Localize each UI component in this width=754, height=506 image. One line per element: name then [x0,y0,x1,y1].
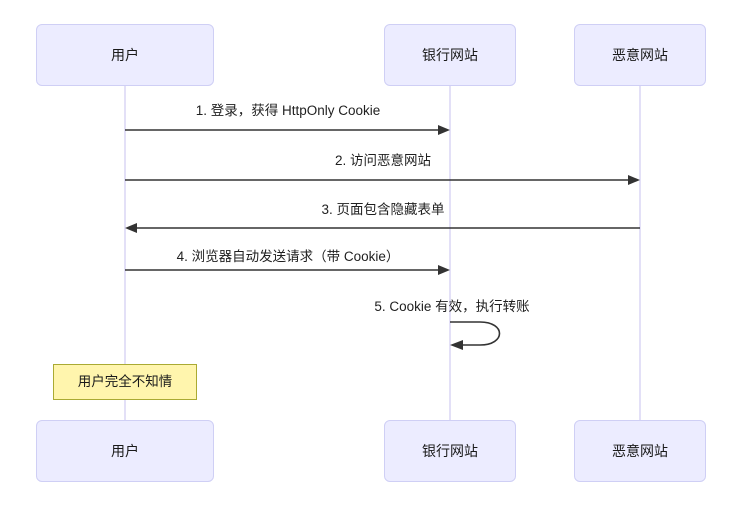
message-arrow-5-self-loop [450,321,501,350]
lifeline-user [124,86,126,420]
message-arrow-2 [125,175,640,185]
actor-box-evil-bottom[interactable]: 恶意网站 [574,420,706,482]
message-label-4: 4. 浏览器自动发送请求（带 Cookie） [176,249,400,264]
actor-label-evil-top: 恶意网站 [612,47,668,63]
actor-box-user-top[interactable]: 用户 [36,24,214,86]
message-arrow-1 [125,125,450,135]
message-label-3: 3. 页面包含隐藏表单 [321,202,445,217]
lifeline-bank [449,86,451,420]
actor-label-user-top: 用户 [111,47,139,63]
actor-box-evil-top[interactable]: 恶意网站 [574,24,706,86]
lifeline-evil [639,86,641,420]
actor-box-bank-bottom[interactable]: 银行网站 [384,420,516,482]
actor-box-user-bottom[interactable]: 用户 [36,420,214,482]
message-label-1: 1. 登录，获得 HttpOnly Cookie [195,103,381,118]
note-text: 用户完全不知情 [77,374,173,390]
message-label-5: 5. Cookie 有效，执行转账 [374,299,530,314]
actor-box-bank-top[interactable]: 银行网站 [384,24,516,86]
message-label-2: 2. 访问恶意网站 [334,153,431,168]
actor-label-user-bottom: 用户 [111,443,139,459]
note-user-unaware: 用户完全不知情 [53,364,197,400]
actor-label-bank-top: 银行网站 [422,47,478,63]
message-arrow-4 [125,265,450,275]
message-arrow-3 [125,223,640,233]
actor-label-bank-bottom: 银行网站 [422,443,478,459]
actor-label-evil-bottom: 恶意网站 [612,443,668,459]
